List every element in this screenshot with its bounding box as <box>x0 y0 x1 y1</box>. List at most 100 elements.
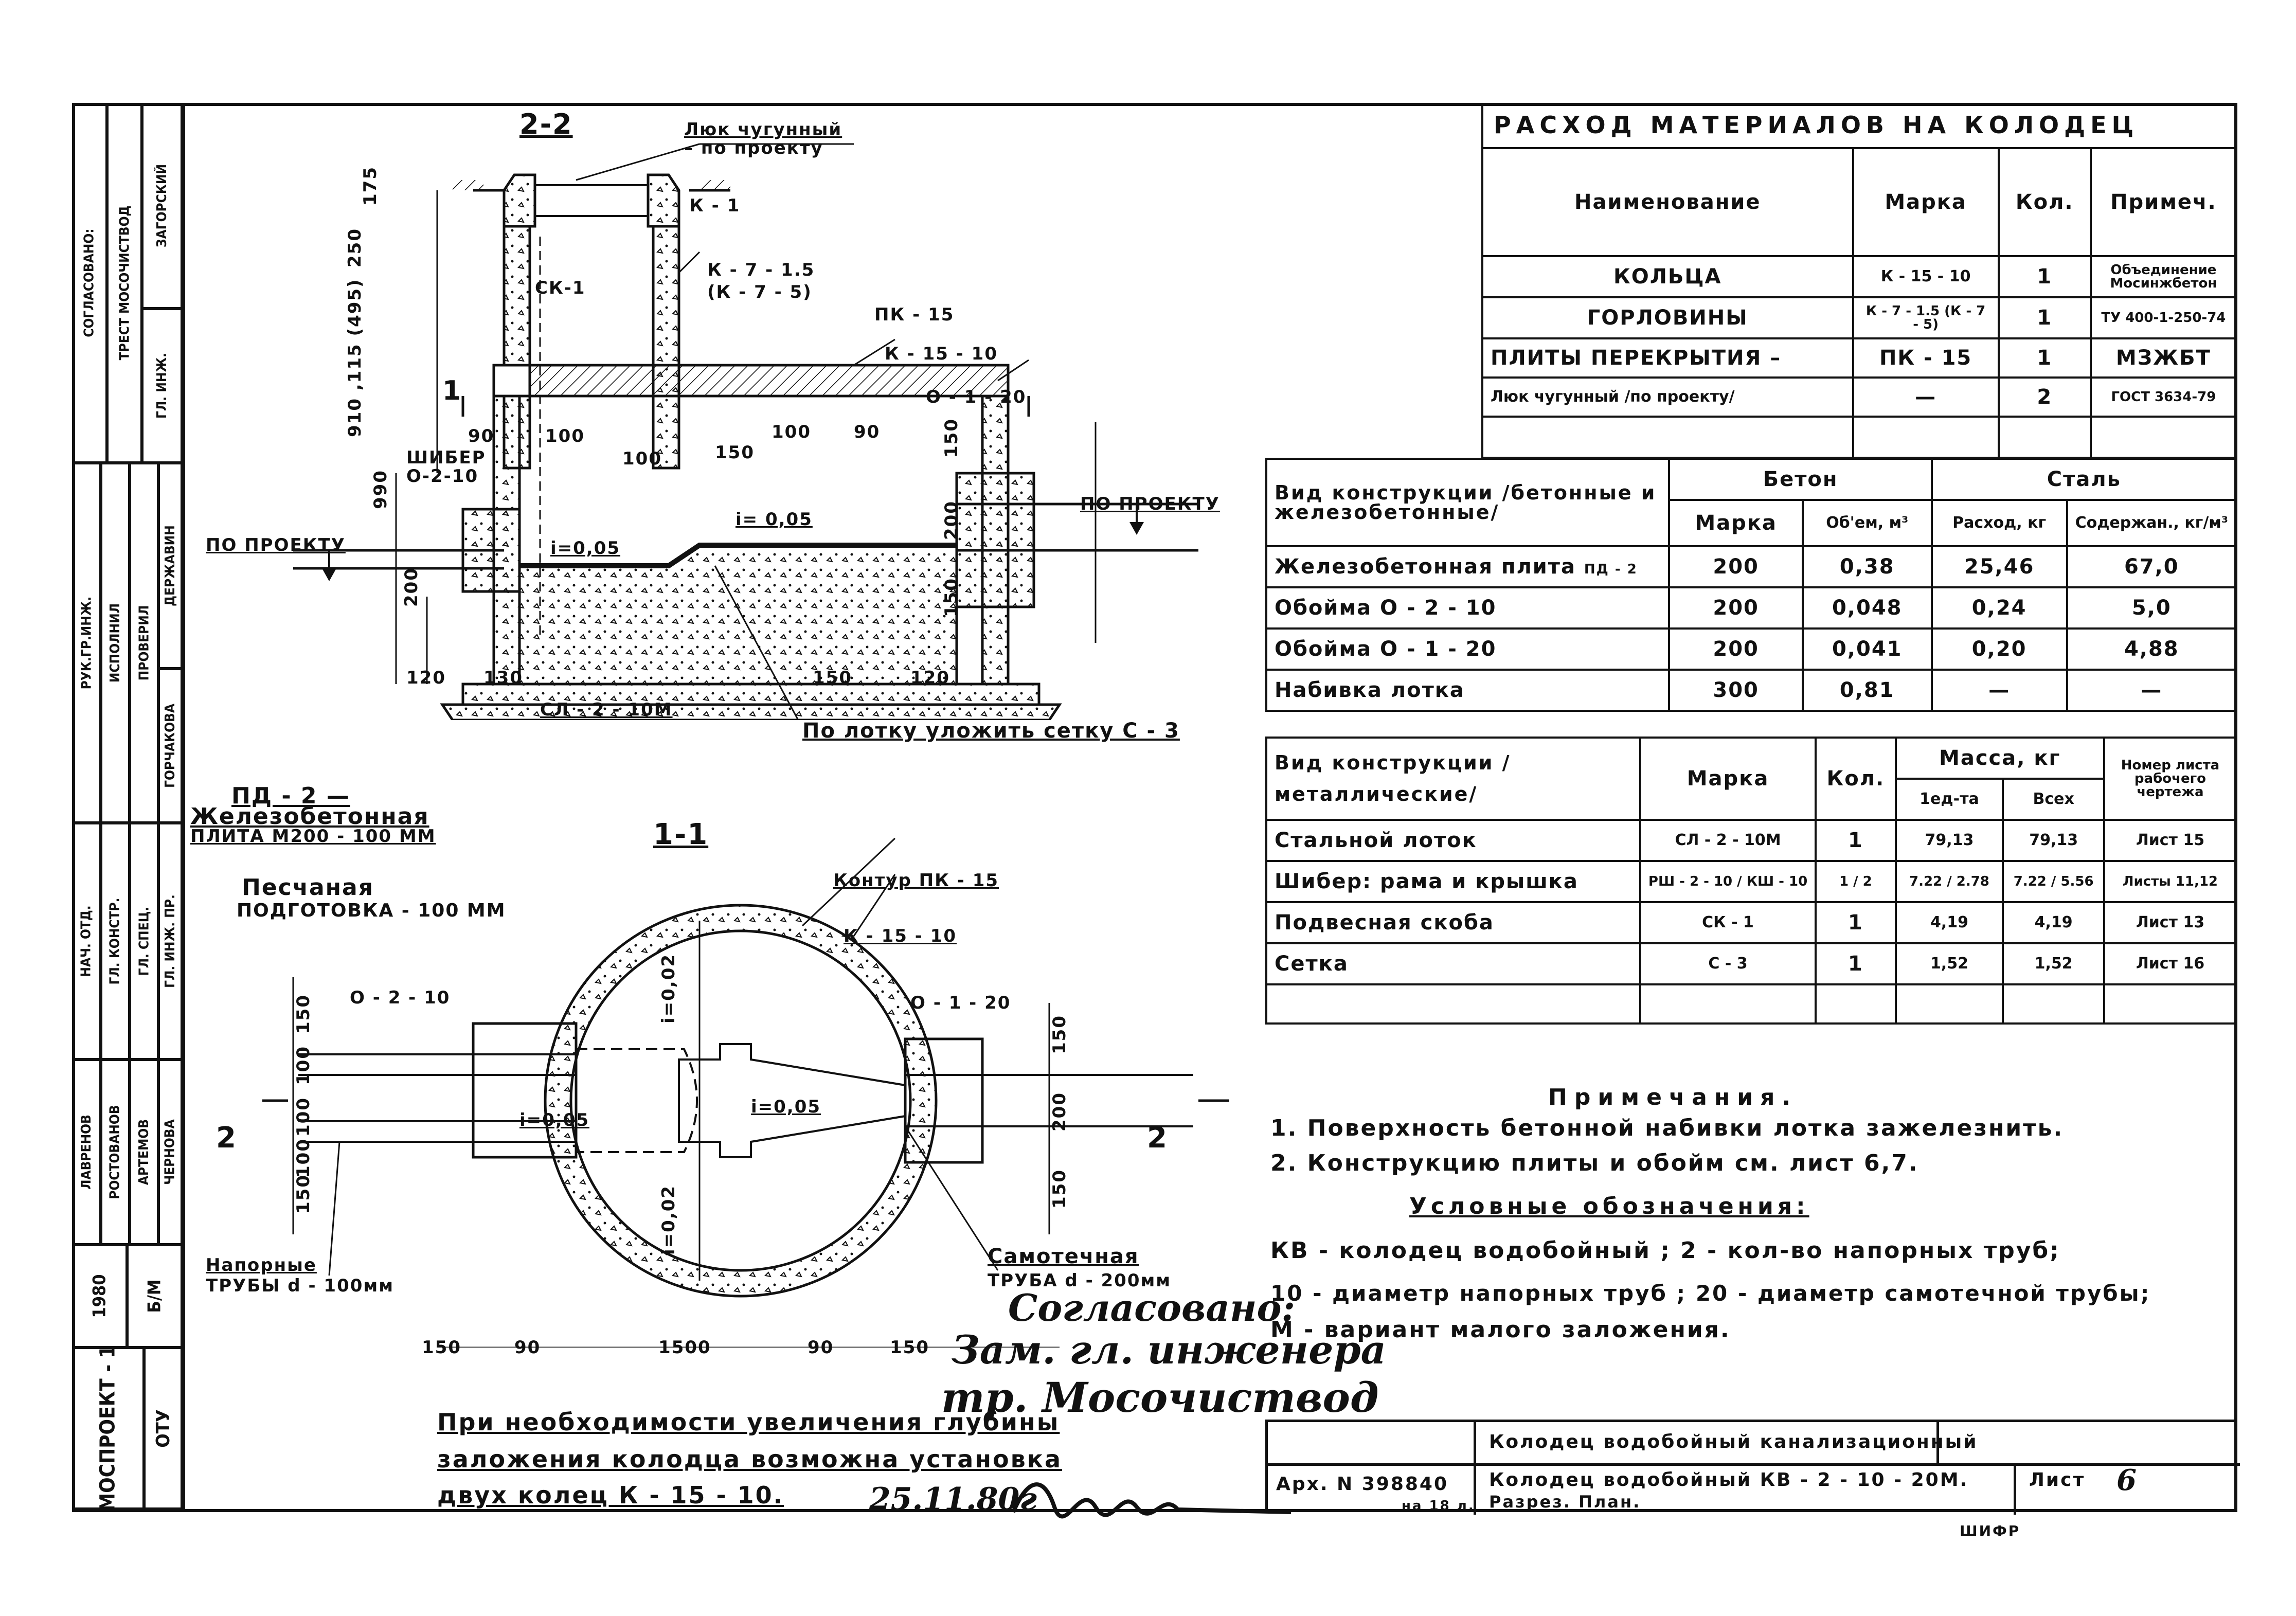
metal-cell: СЛ - 2 - 10М <box>1639 819 1817 862</box>
label-samot-line1: Самотечная <box>988 1245 1139 1268</box>
dim-175: 175 <box>360 166 381 206</box>
metal-cell: 1,52 <box>2002 942 2105 985</box>
label-k1: К - 1 <box>689 195 741 216</box>
label-sand-line2: ПОДГОТОВКА - 100 ММ <box>237 900 506 921</box>
label-o210-plan: О - 2 - 10 <box>350 987 451 1008</box>
title-block-divider <box>1268 1463 2240 1466</box>
concrete-cell: 200 <box>1668 545 1804 588</box>
label-sand: Песчаная <box>242 874 374 901</box>
dim-150b: 150 <box>941 578 962 617</box>
metal-cell: Подвесная скоба <box>1265 901 1641 944</box>
concrete-cell: 4,88 <box>2066 627 2238 671</box>
plan-bottom-dim-1: 150 <box>422 1337 461 1358</box>
title-block-divider <box>1474 1422 1476 1515</box>
table-row: ПЛИТЫ ПЕРЕКРЫТИЯ – ПК - 15 1 МЗЖБТ <box>1481 337 2238 379</box>
label-napor-line1: Напорные <box>206 1255 317 1276</box>
table-row: КОЛЬЦА К - 15 - 10 1 Объединение Мосинжб… <box>1481 255 2238 298</box>
approval-stamp: СОГЛАСОВАНО: ТРЕСТ МОСОЧИСТВОД ЗАГОРСКИЙ… <box>72 103 185 1512</box>
handwritten-agreed-3: тр. Мосочиствод <box>941 1373 1379 1422</box>
label-o120: О - 1 - 20 <box>926 387 1027 407</box>
dim-120a: 120 <box>406 668 446 688</box>
notes-line-2: 2. Конструкцию плиты и обойм см. лист 6,… <box>1270 1150 1919 1176</box>
materials-cell: К - 15 - 10 <box>1852 255 2000 298</box>
label-lotok-setka: По лотку уложить сетку С - 3 <box>802 719 1180 743</box>
label-dim-002a: i=0,02 <box>658 953 679 1024</box>
stamp-cell-year: 1980 <box>72 1245 127 1348</box>
metal-header-marka: Марка <box>1639 737 1817 821</box>
concrete-header-sod: Содержан., кг/м³ <box>2066 499 2238 547</box>
materials-empty-cell <box>1481 416 1854 459</box>
plan-bottom-dim-2: 90 <box>514 1337 541 1358</box>
materials-cell: 1 <box>1997 337 2092 379</box>
dim-120b: 120 <box>910 668 950 688</box>
metal-cell: Сетка <box>1265 942 1641 985</box>
table-row: Сетка С - 3 1 1,52 1,52 Лист 16 <box>1265 942 2238 985</box>
materials-header-mark: Марка <box>1852 147 2000 257</box>
metal-cell: С - 3 <box>1639 942 1817 985</box>
concrete-cell: 200 <box>1668 627 1804 671</box>
materials-header-note: Примеч. <box>2089 147 2238 257</box>
table-row: ГОРЛОВИНЫ К - 7 - 1.5 (К - 7 - 5) 1 ТУ 4… <box>1481 296 2238 339</box>
table-row: Железобетонная плита ПД - 2 200 0,38 25,… <box>1265 545 2238 588</box>
label-po-proektu-left: ПО ПРОЕКТУ <box>206 535 346 555</box>
title-block-divider <box>2014 1463 2016 1515</box>
materials-cell: ПК - 15 <box>1852 337 2000 379</box>
concrete-cell: 25,46 <box>1930 545 2068 588</box>
stamp-name: ГОРЧАКОВА <box>163 704 178 788</box>
title-arh: Арх. N 398840 <box>1276 1474 1449 1495</box>
concrete-cell: 0,81 <box>1801 669 1933 712</box>
table-row: Люк чугунный /по проекту/ — 2 ГОСТ 3634-… <box>1481 376 2238 418</box>
materials-cell: Люк чугунный /по проекту/ <box>1481 376 1854 418</box>
stamp-cell-roles2: РУК.ГР.ИНЖ. <box>72 463 101 823</box>
plan-left-dim-1: 150 <box>293 994 314 1034</box>
concrete-cell: 0,20 <box>1930 627 2068 671</box>
dim-130: 130 <box>483 668 523 688</box>
stamp-role: РУК.ГР.ИНЖ. <box>79 596 95 690</box>
depth-note-line1: При необходимости увеличения глубины <box>437 1408 1060 1436</box>
stamp-name: ДЕРЖАВИН <box>163 525 178 606</box>
metal-empty-cell <box>1815 983 1897 1025</box>
dim-100a: 100 <box>545 426 585 446</box>
label-samot-line2: ТРУБА d - 200мм <box>988 1270 1172 1291</box>
plan-bottom-dim-4: 90 <box>808 1337 834 1358</box>
title-shifr: ШИФР <box>1960 1522 2021 1539</box>
stamp-cell-role-a: НАЧ. ОТД. <box>72 823 101 1060</box>
dim-150-bottom: 150 <box>813 668 852 688</box>
label-pd2: ПД - 2 — <box>231 783 350 809</box>
metal-cell: 1 / 2 <box>1815 860 1897 903</box>
metal-cell: 4,19 <box>1894 901 2004 944</box>
plan-left-dim-4: 100 <box>293 1138 314 1178</box>
concrete-header-rash: Расход, кг <box>1930 499 2068 547</box>
plan-bottom-dim-3: 1500 <box>658 1337 711 1358</box>
metal-header-qty: Кол. <box>1815 737 1897 821</box>
materials-cell: ГОРЛОВИНЫ <box>1481 296 1854 339</box>
label-dim-002b: i=0,02 <box>658 1184 679 1255</box>
materials-table: Наименование Марка Кол. Примеч. КОЛЬЦА К… <box>1481 147 2238 459</box>
stamp-cell-soglasovano: СОГЛАСОВАНО: <box>72 103 107 463</box>
title-name1: Колодец водобойный канализационный <box>1489 1431 1978 1452</box>
plan-right-dim-1: 150 <box>1049 1015 1070 1054</box>
stamp-cell-dept: ОТУ <box>144 1348 182 1509</box>
table-row: Обойма О - 2 - 10 200 0,048 0,24 5,0 <box>1265 586 2238 630</box>
plan-bottom-dim-5: 150 <box>890 1337 929 1358</box>
concrete-cell: 67,0 <box>2066 545 2238 588</box>
stamp-role: ГЛ. СПЕЦ. <box>136 906 152 976</box>
materials-header-qty: Кол. <box>1997 147 2092 257</box>
metal-cell: Шибер: рама и крышка <box>1265 860 1641 903</box>
metal-cell: 4,19 <box>2002 901 2105 944</box>
materials-header-name: Наименование <box>1481 147 1854 257</box>
concrete-cell: Обойма О - 1 - 20 <box>1265 627 1671 671</box>
stamp-cell-name-c: АРТЕМОВ <box>130 1060 158 1245</box>
stamp-gl-inzh: ГЛ. ИНЖ. <box>154 352 170 419</box>
materials-caption: РАСХОД МАТЕРИАЛОВ НА КОЛОДЕЦ <box>1494 111 2139 139</box>
stamp-cell-roles2b: ИСПОЛНИЛ <box>101 463 130 823</box>
stamp-role: ГЛ. ИНЖ. ПР. <box>163 894 178 988</box>
metal-empty-cell <box>2002 983 2105 1025</box>
metal-cell: 7.22 / 5.56 <box>2002 860 2105 903</box>
stamp-org: МОСПРОЕКТ - 1 <box>96 1345 120 1512</box>
concrete-header-beton: Бетон <box>1668 458 1933 501</box>
metal-header-sheet: Номер листа рабочего чертежа <box>2103 737 2238 821</box>
concrete-cell: 0,24 <box>1930 586 2068 630</box>
stamp-cell-roles2c: ПРОВЕРИЛ <box>130 463 158 823</box>
stamp-year: 1980 <box>89 1274 110 1318</box>
